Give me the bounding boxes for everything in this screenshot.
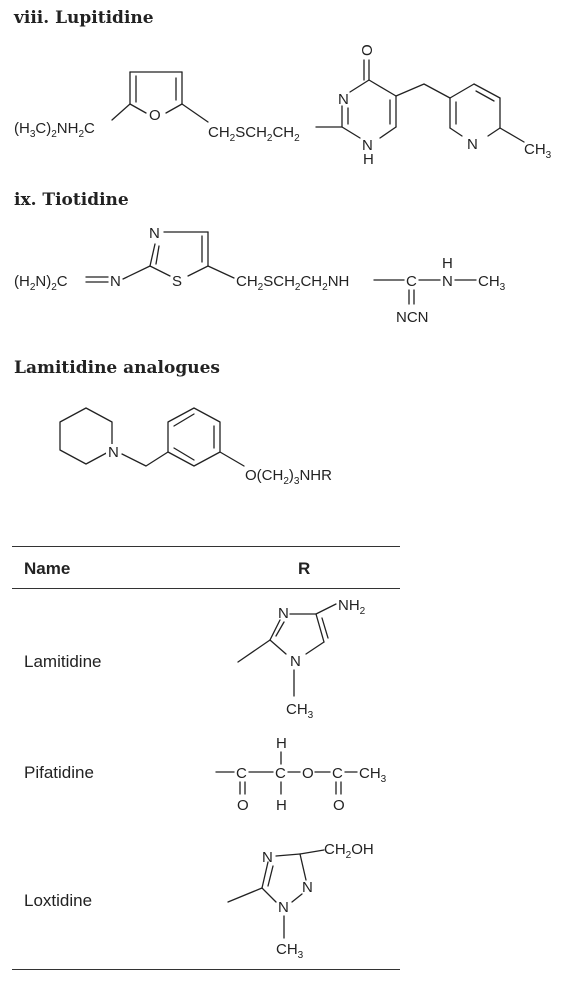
tiotidine-structure: (H2N)2C N N S CH2SCH2CH2NH C N H CH3 NCN [14, 225, 506, 326]
column-header-name: Name [24, 559, 71, 578]
thiazole-ring [149, 231, 209, 277]
pyridine-methyl: CH3 [524, 141, 552, 161]
tiotidine-n: N [442, 273, 453, 290]
triazole-n-top: N [262, 849, 273, 866]
lupitidine-structure: (H3C)2NH2C O CH2SCH2CH2 N N H O [14, 44, 552, 168]
pyrimidinone-h: H [363, 151, 374, 168]
r-group-loxtidine: N N N CH2OH CH3 [227, 841, 374, 961]
lupitidine-heading: viii. Lupitidine [14, 8, 154, 28]
row-name-loxtidine: Loxtidine [24, 891, 93, 910]
tiotidine-h: H [442, 255, 453, 272]
pifatidine-c1: C [236, 765, 247, 782]
tiotidine-c: C [406, 273, 417, 290]
row-name-lamitidine: Lamitidine [24, 652, 102, 671]
triazole-ring [261, 853, 307, 903]
lupitidine-chain: CH2SCH2CH2 [208, 124, 300, 144]
r-group-pifatidine: H C C O C CH3 O H O [215, 735, 387, 814]
tiotidine-ncn: NCN [396, 309, 429, 326]
furan-ring [129, 71, 183, 114]
lupitidine-left-group: (H3C)2NH2C [14, 120, 95, 140]
pifatidine-o-ester: O [302, 765, 314, 782]
hydroxymethyl: CH2OH [324, 841, 374, 861]
pifatidine-o1: O [237, 797, 249, 814]
imidazole-n-top: N [278, 605, 289, 622]
pifatidine-o3: O [333, 797, 345, 814]
tiotidine-methyl: CH3 [478, 273, 506, 293]
tiotidine-left-group: (H2N)2C [14, 273, 68, 293]
pifatidine-c3: C [332, 765, 343, 782]
carbonyl-oxygen: O [359, 44, 376, 56]
pyridine-n: N [467, 136, 478, 153]
lamitidine-analogues-heading: Lamitidine analogues [14, 358, 220, 378]
n-methyl: CH3 [286, 701, 314, 721]
table-top-rule [12, 546, 400, 547]
row-name-pifatidine: Pifatidine [24, 763, 94, 782]
lamitidine-core-structure: N O(CH2)3NHR [59, 407, 332, 487]
pyridine-ring [449, 83, 501, 137]
pyrimidinone-nh: N [362, 137, 373, 154]
triazole-n-bottom: N [278, 899, 289, 916]
pifatidine-h-top: H [276, 735, 287, 752]
pifatidine-methyl: CH3 [359, 765, 387, 785]
table-bottom-rule [12, 969, 400, 970]
column-header-r: R [298, 559, 311, 578]
r-group-lamitidine: N N NH2 CH3 [237, 597, 366, 721]
lamitidine-tail: O(CH2)3NHR [245, 467, 332, 487]
imidazole-n-bottom: N [290, 653, 301, 670]
piperidine-ring [59, 407, 113, 465]
furan-oxygen: O [149, 107, 161, 124]
pyrimidinone-n: N [338, 91, 349, 108]
pifatidine-c2: C [275, 765, 286, 782]
amino-group: NH2 [338, 597, 366, 617]
triazole-methyl: CH3 [276, 941, 304, 961]
pyrimidinone-ring [341, 59, 397, 139]
thiazole-s: S [172, 273, 182, 290]
table-header-rule [12, 588, 400, 589]
pifatidine-h-bottom: H [276, 797, 287, 814]
tiotidine-heading: ix. Tiotidine [14, 190, 129, 210]
imidazole-ring [269, 613, 329, 655]
tiotidine-chain: CH2SCH2CH2NH [236, 273, 349, 293]
tiotidine-imine-n: N [110, 273, 121, 290]
thiazole-n: N [149, 225, 160, 242]
piperidine-n: N [108, 444, 119, 461]
benzene-ring [167, 407, 221, 467]
triazole-n-right: N [302, 879, 313, 896]
